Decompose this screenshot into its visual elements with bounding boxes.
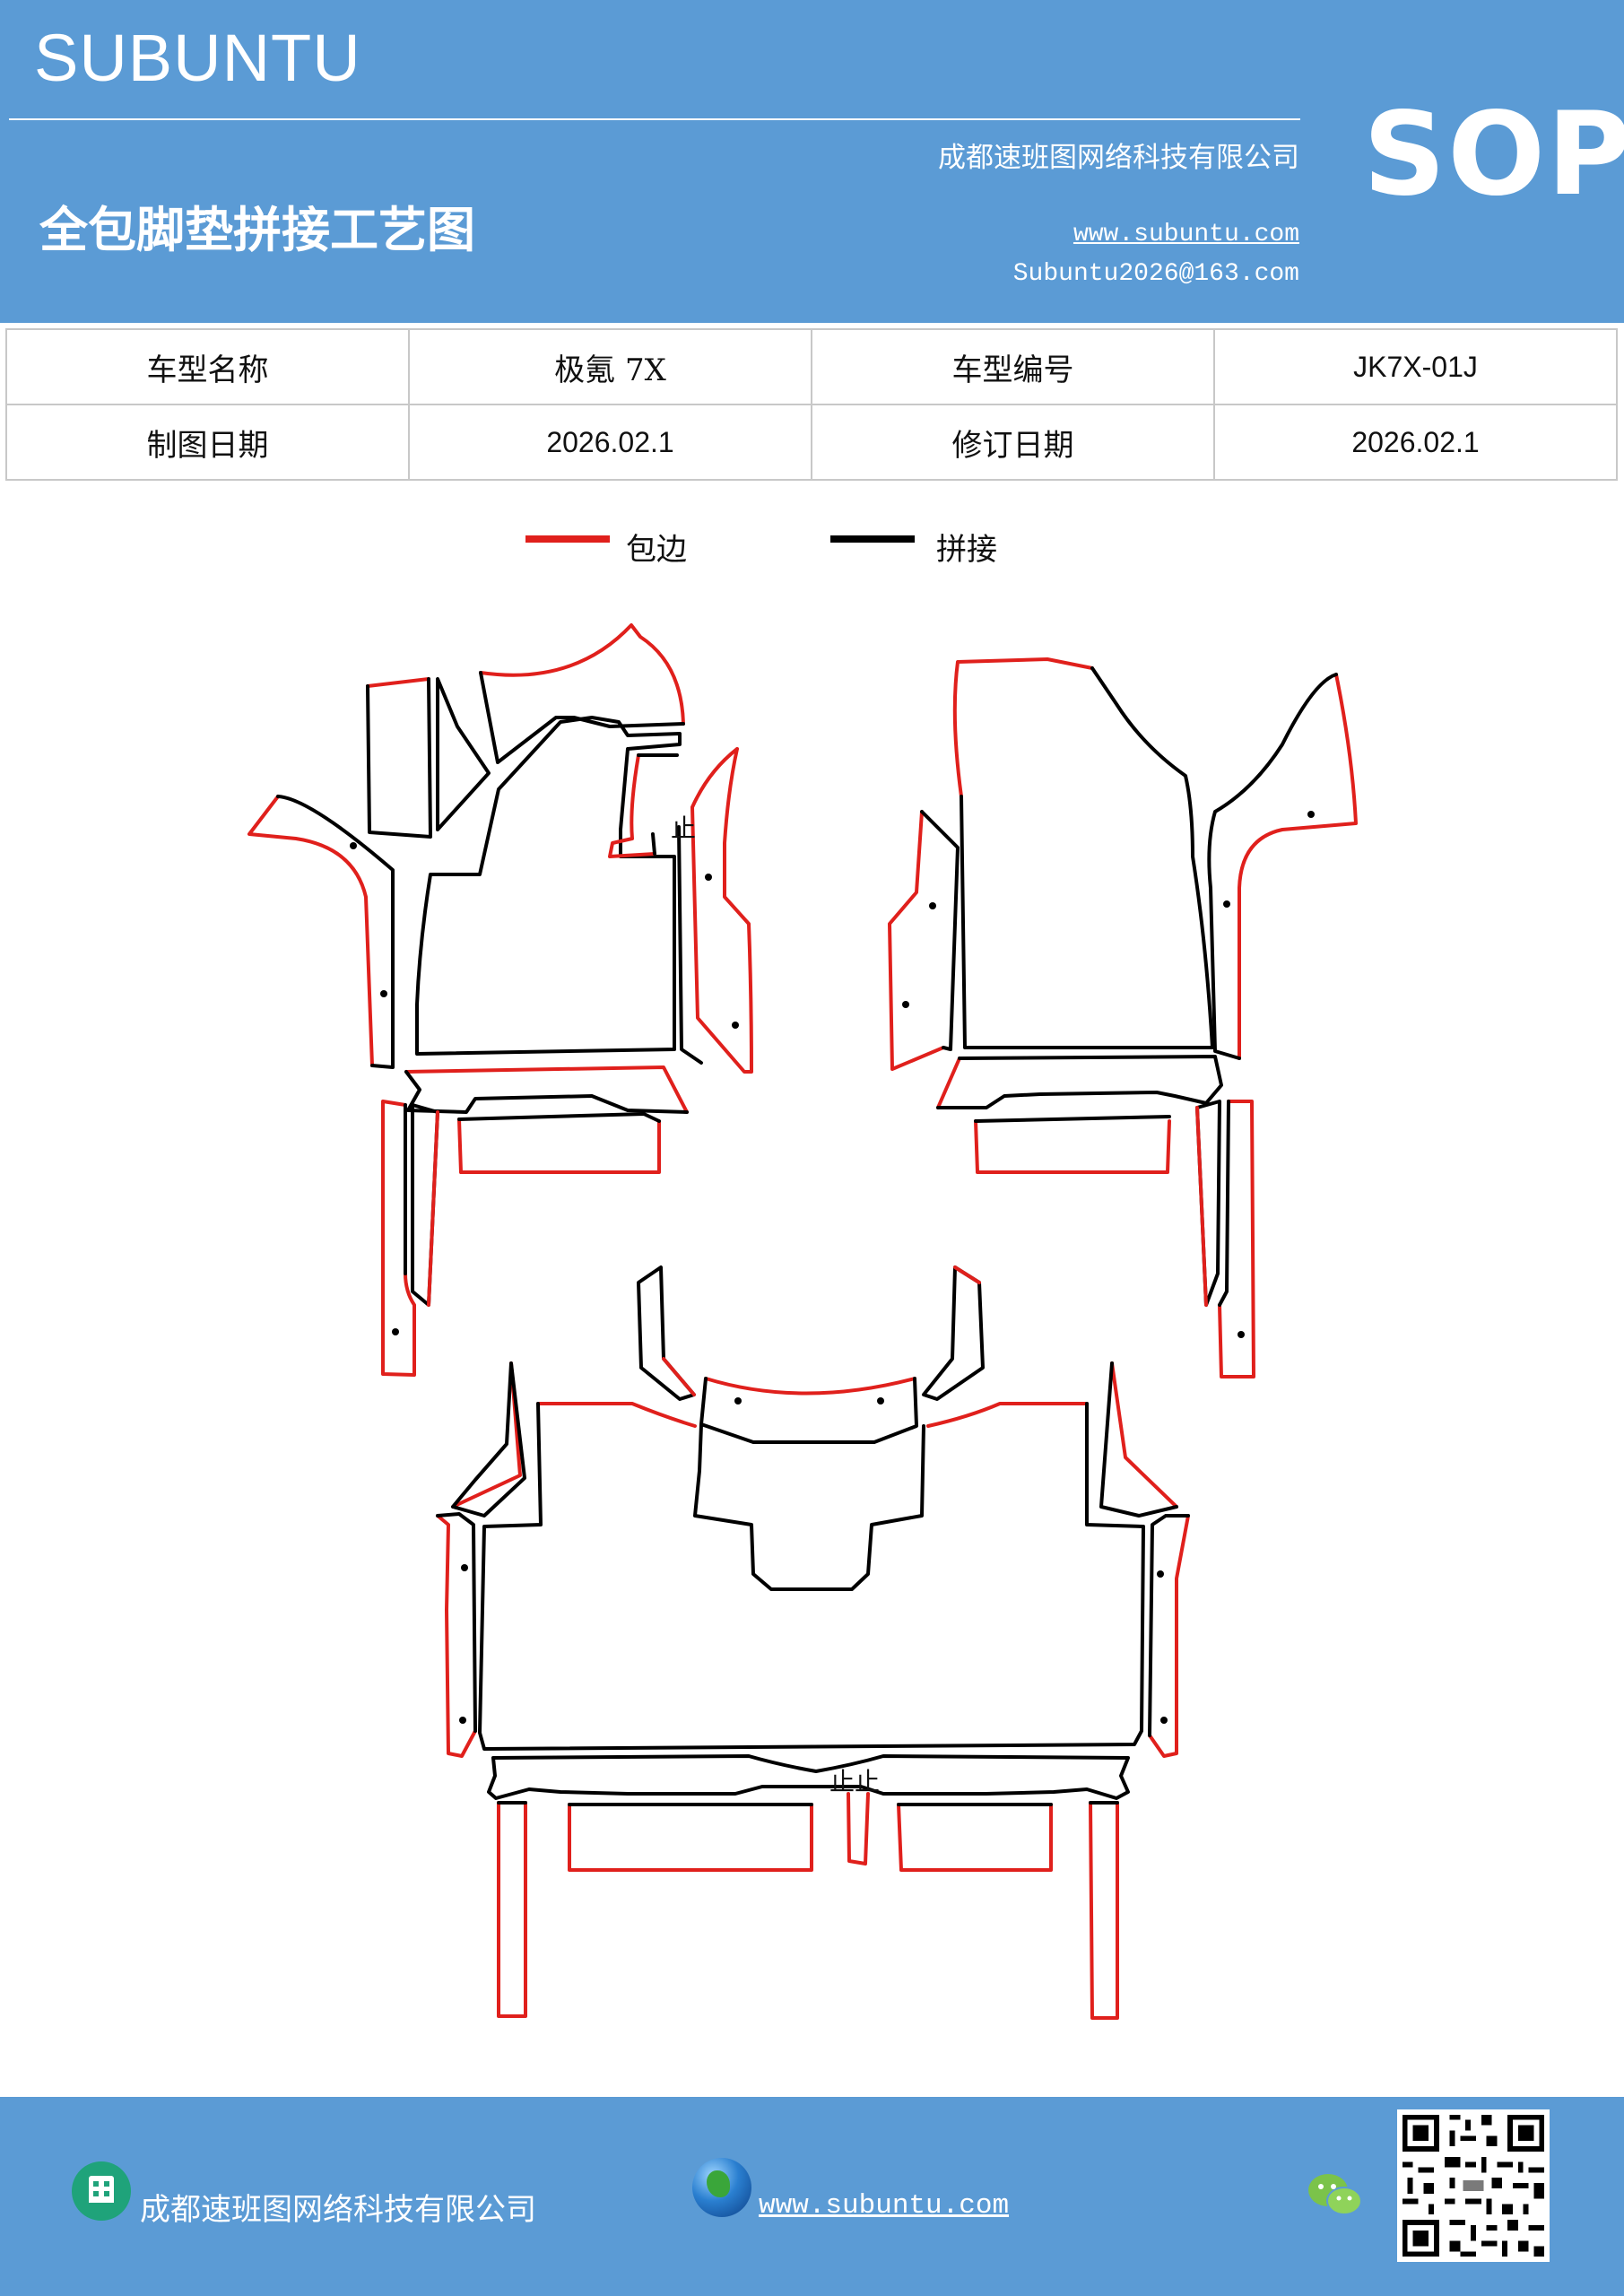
- fr-right-strip-seam: [1207, 673, 1338, 1060]
- header-divider: [9, 118, 1300, 120]
- model-name-label: 车型名称: [5, 328, 410, 405]
- model-info-table: 车型名称 极氪 7X 车型编号 JK7X-01J 制图日期 2026.02.1 …: [5, 328, 1618, 481]
- rear-side-right-seam: [1148, 1514, 1190, 1737]
- globe-icon: [692, 2158, 751, 2217]
- front-left-mat-set: 止: [248, 623, 753, 1377]
- fr-right-strip-edge: [1238, 673, 1358, 1060]
- rear-center-tab: [847, 1792, 870, 1866]
- header-email[interactable]: Subuntu2026@163.com: [1012, 260, 1299, 288]
- legend-edge: 包边: [525, 525, 705, 570]
- rear-hump-right-edge: [953, 1265, 981, 1284]
- wechat-icon[interactable]: [1304, 2169, 1367, 2222]
- fl-upper-strip-seam: [366, 677, 432, 839]
- fl-upper-strip-edge: [366, 677, 430, 688]
- fl-left-strip-seam: [276, 795, 395, 1069]
- fl-right-strip-seam: [677, 825, 703, 1065]
- fl-lower-strip-a: [381, 1100, 416, 1377]
- fr-heel-pad-edge: [974, 1119, 1171, 1174]
- fr-heel-pad-seam: [974, 1115, 1171, 1123]
- footer-banner: 成都速班图网络科技有限公司 www.subuntu.com: [0, 2097, 1624, 2296]
- header-banner: SUBUNTU 全包脚垫拼接工艺图 成都速班图网络科技有限公司 www.subu…: [0, 0, 1624, 323]
- building-icon: [72, 2161, 131, 2221]
- fr-lower-strip-b-seam: [1218, 1100, 1230, 1307]
- fl-left-strip-edge: [248, 795, 374, 1067]
- fr-lower-strip-b-edge: [1218, 1100, 1255, 1378]
- footer-company-name: 成都速班图网络科技有限公司: [140, 2192, 536, 2228]
- table-row: 制图日期 2026.02.1 修订日期 2026.02.1: [5, 404, 1618, 481]
- fl-heel-strip-edge: [404, 1065, 689, 1114]
- legend-edge-swatch: [525, 535, 610, 543]
- table-row: 车型名称 极氪 7X 车型编号 JK7X-01J: [5, 328, 1618, 405]
- rear-pad-left: [568, 1803, 813, 1872]
- legend-seam: 拼接: [830, 525, 1010, 570]
- rear-tunnel-edge: [704, 1377, 916, 1396]
- fr-main-mat-seam: [960, 666, 1214, 1049]
- fr-main-mat-edge: [952, 657, 1094, 798]
- fr-left-strip-edge: [888, 810, 945, 1071]
- fl-heel-pad-edge: [457, 1118, 661, 1174]
- rear-side-left-seam: [436, 1512, 477, 1733]
- draw-date-label: 制图日期: [5, 404, 410, 481]
- rear-tri-right-seam: [1099, 1361, 1178, 1518]
- fl-stop-mark: 止: [671, 813, 696, 843]
- rear-hump-right-seam: [922, 1265, 985, 1401]
- rear-tri-left-seam: [451, 1361, 526, 1518]
- document-title: 全包脚垫拼接工艺图: [39, 201, 475, 258]
- front-right-mat-set: [888, 657, 1358, 1378]
- footer-website-link[interactable]: www.subuntu.com: [759, 2190, 1010, 2222]
- rear-strip-left: [497, 1801, 527, 2018]
- rear-hump-left-seam: [637, 1265, 696, 1401]
- rear-floor-edge: [536, 1402, 1089, 1428]
- legend-seam-swatch: [830, 535, 915, 543]
- rear-tunnel-seam: [693, 1377, 925, 1591]
- fl-main-mat: [415, 716, 682, 1056]
- fr-heel-strip-seam: [936, 1055, 1223, 1109]
- rear-hump-left-edge: [662, 1357, 696, 1396]
- model-code-label: 车型编号: [811, 328, 1215, 405]
- fr-heel-strip-edge: [936, 1057, 961, 1109]
- brand-logo-text: SUBUNTU: [34, 21, 361, 95]
- header-website-link[interactable]: www.subuntu.com: [1073, 221, 1299, 248]
- fr-lower-strip-a-edge: [1195, 1106, 1208, 1307]
- rear-floor-seam: [478, 1402, 1145, 1751]
- rear-strip-right: [1089, 1801, 1119, 2020]
- sop-badge: SOP: [1363, 88, 1624, 222]
- fl-top-wedge-edge: [479, 623, 685, 726]
- fl-lower-strip-b-edge: [427, 1110, 439, 1307]
- fl-notch-edge: [608, 753, 656, 858]
- rear-side-right-edge: [1148, 1514, 1190, 1758]
- fl-diag-strip: [436, 677, 491, 831]
- fl-heel-pad-seam: [457, 1112, 661, 1123]
- rear-side-left-edge: [436, 1514, 477, 1758]
- rear-tri-right-edge: [1110, 1361, 1178, 1509]
- rev-date-value: 2026.02.1: [1213, 404, 1618, 481]
- rear-mat-set: 止止: [436, 1265, 1190, 2020]
- legend-edge-label: 包边: [626, 532, 687, 568]
- legend-seam-label: 拼接: [936, 532, 997, 568]
- model-code-value: JK7X-01J: [1213, 328, 1618, 405]
- rear-pad-right: [897, 1803, 1053, 1872]
- fl-heel-strip-seam: [404, 1070, 689, 1114]
- rear-stop-mark: 止止: [829, 1767, 880, 1796]
- rev-date-label: 修订日期: [811, 404, 1215, 481]
- draw-date-value: 2026.02.1: [408, 404, 812, 481]
- header-company-name: 成都速班图网络科技有限公司: [938, 142, 1299, 174]
- qr-code: [1397, 2109, 1550, 2262]
- rear-heel-strip: [487, 1754, 1130, 1800]
- fl-notch-seam: [637, 753, 679, 856]
- fr-left-strip-seam: [920, 810, 960, 1051]
- model-name-value: 极氪 7X: [408, 328, 812, 405]
- fl-right-strip-edge: [690, 747, 753, 1074]
